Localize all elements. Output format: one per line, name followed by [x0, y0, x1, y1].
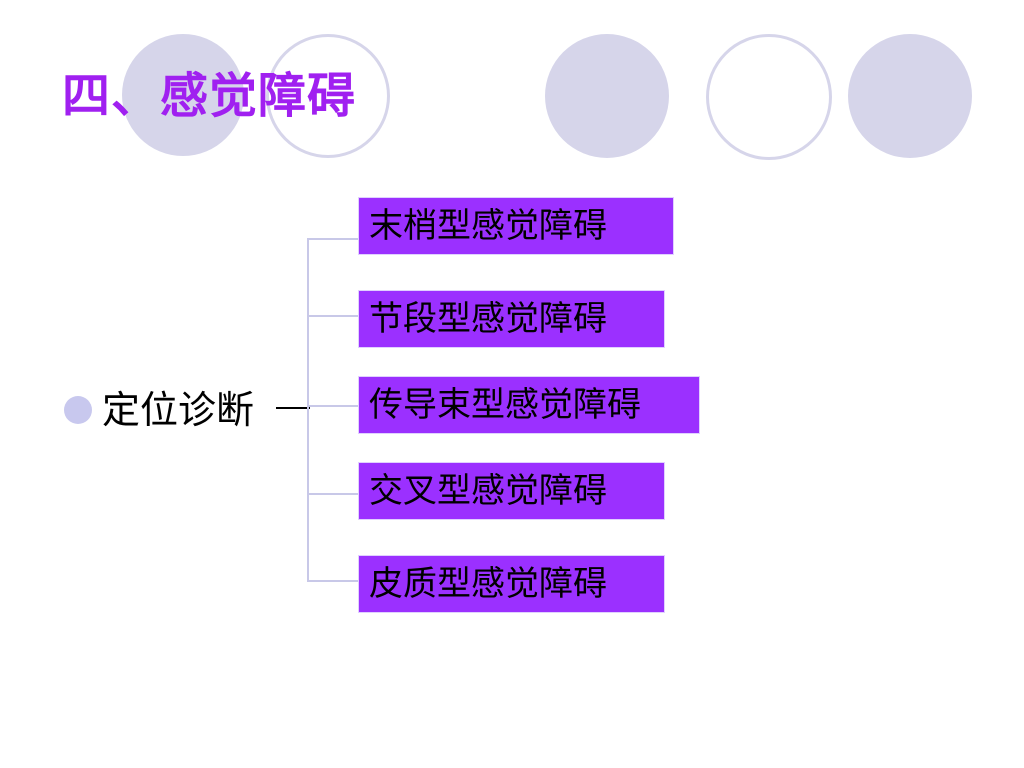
decor-circle-outline: [706, 34, 832, 160]
bullet-label: 定位诊断: [102, 388, 255, 432]
decor-circle-filled: [122, 34, 244, 156]
category-box-peripheral: 末梢型感觉障碍: [358, 197, 674, 255]
connector-branch: [308, 238, 360, 240]
slide-title: 四、感觉障碍: [62, 68, 357, 124]
connector-stem: [276, 407, 310, 409]
decor-circle-filled: [848, 34, 972, 158]
decor-circle-filled: [545, 34, 669, 158]
connector-branch: [308, 315, 360, 317]
connector-branch: [308, 493, 360, 495]
category-box-conduction-tract: 传导束型感觉障碍: [358, 376, 700, 434]
category-box-segmental: 节段型感觉障碍: [358, 290, 665, 348]
bullet-dot-icon: [64, 396, 92, 424]
connector-vertical: [307, 238, 309, 582]
decor-circle-outline: [266, 34, 390, 158]
connector-branch: [308, 580, 360, 582]
connector-branch: [308, 405, 360, 407]
category-box-cortical: 皮质型感觉障碍: [358, 555, 665, 613]
category-box-crossed: 交叉型感觉障碍: [358, 462, 665, 520]
